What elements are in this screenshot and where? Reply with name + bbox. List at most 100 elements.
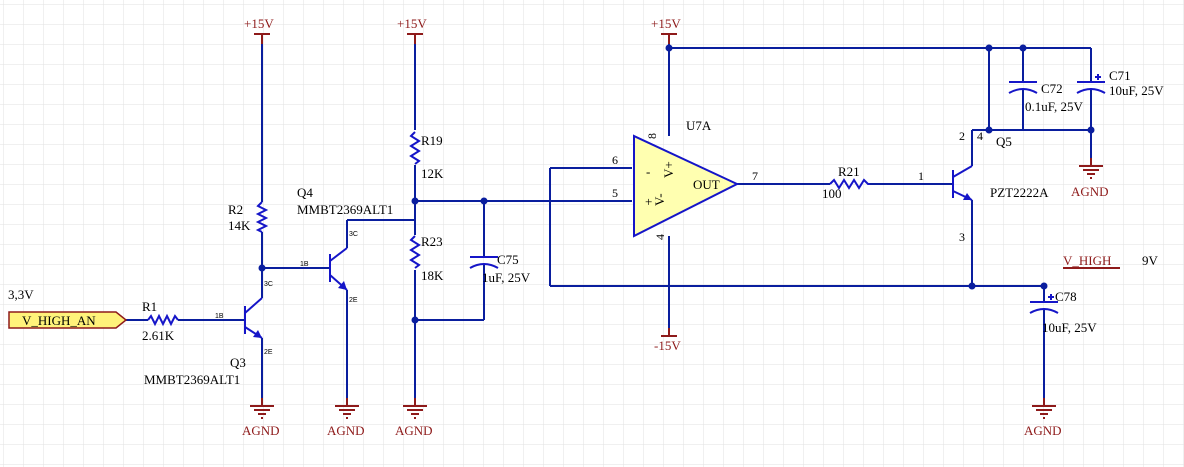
junctions [258,44,1095,324]
ground-label: AGND [242,423,280,438]
ground-label: AGND [327,423,365,438]
transistor-q5[interactable] [952,165,973,201]
q5-pin-c-b: 4 [977,129,983,143]
u7a-pin-noninv: 5 [612,186,618,200]
junction-dot [411,316,419,324]
power-port-icon [661,328,677,337]
power-port-icon [661,33,677,44]
junction-dot [985,126,993,134]
u7a-label-noninv: + [645,194,652,209]
output-voltage-label: 9V [1142,253,1159,268]
junction-dot [1019,44,1027,52]
transistor-q3[interactable] [244,297,263,339]
r23-value: 18K [421,268,444,283]
power-label: +15V [397,16,427,31]
ground-icon [250,398,274,419]
q3-pin-e: 2E [264,349,273,356]
resistor-icon [147,313,179,327]
ground-icon [1032,398,1056,419]
junction-dot [1040,282,1048,290]
power-label: -15V [654,338,681,353]
input-voltage-label: 3,3V [8,287,34,302]
transistor-q4[interactable] [329,247,348,291]
polarized-capacitor-icon [1029,294,1059,314]
capacitor-c75[interactable] [469,256,499,269]
npn-transistor-icon [244,297,263,339]
r2-value: 14K [228,218,251,233]
junction-dot [985,44,993,52]
output-net-label: V_HIGH [1063,253,1111,268]
q5-pin-c-a: 2 [959,129,965,143]
u7a-label-out: OUT [693,177,720,192]
resistor-icon [409,131,421,165]
capacitor-icon [1008,81,1038,94]
opamp-u7a[interactable] [633,134,740,238]
c72-value: 0.1uF, 25V [1025,99,1083,114]
capacitor-c78[interactable] [1029,294,1059,314]
ground-icon [1079,158,1103,179]
u7a-label-vpos: V+ [661,161,676,178]
q4-ref: Q4 [297,185,313,200]
r19-ref: R19 [421,133,443,148]
polarized-capacitor-icon [1076,74,1106,94]
junction-dot [480,197,488,205]
capacitor-c71[interactable] [1076,74,1106,94]
u7a-label-vneg: V- [652,193,667,206]
resistor-icon [409,235,421,269]
port-icon [8,311,128,329]
ground-icon [403,398,427,419]
q5-ref: Q5 [996,134,1012,149]
r1-value: 2.61K [142,328,175,343]
resistor-r1[interactable] [147,313,179,327]
q4-pin-e: 2E [349,297,358,304]
resistor-r23[interactable] [409,235,421,269]
capacitor-icon [469,256,499,269]
q3-part: MMBT2369ALT1 [144,372,240,387]
q4-pin-b: 1B [300,261,309,268]
power-label: +15V [651,16,681,31]
r21-value: 100 [822,186,842,201]
resistor-icon [829,178,870,190]
junction-dot [968,282,976,290]
c75-value: 1uF, 25V [482,270,531,285]
c78-ref: C78 [1055,289,1077,304]
c71-ref: C71 [1109,68,1131,83]
c72-ref: C72 [1041,81,1063,96]
r23-ref: R23 [421,234,443,249]
q5-pin-e: 3 [959,230,965,244]
u7a-ref: U7A [686,118,712,133]
power-label: +15V [244,16,274,31]
q3-ref: Q3 [230,355,246,370]
u7a-pin-out: 7 [752,169,758,183]
ground-icon [335,398,359,419]
npn-transistor-icon [329,247,348,291]
resistor-icon [255,201,269,233]
npn-transistor-icon [952,165,973,201]
r21-ref: R21 [838,164,860,179]
u7a-label-inv: - [646,164,650,179]
c71-value: 10uF, 25V [1109,83,1164,98]
input-port-name: V_HIGH_AN [22,313,96,328]
q3-pin-b: 1B [215,313,224,320]
ground-label: AGND [395,423,433,438]
junction-dot [258,264,266,272]
input-port[interactable]: V_HIGH_AN [8,311,128,329]
u7a-pin-vneg: 4 [653,234,667,240]
r19-value: 12K [421,166,444,181]
junction-dot [1087,126,1095,134]
r1-ref: R1 [142,299,157,314]
resistor-r2[interactable] [255,201,269,233]
resistor-r19[interactable] [409,131,421,165]
u7a-pin-inv: 6 [612,153,618,167]
junction-dot [665,44,673,52]
c78-value: 10uF, 25V [1042,320,1097,335]
resistor-r21[interactable] [829,178,870,190]
junction-dot [411,197,419,205]
power-port-icon [254,33,270,44]
c75-ref: C75 [497,252,519,267]
q5-part: PZT2222A [990,185,1049,200]
power-port-icon [407,33,423,44]
capacitor-c72[interactable] [1008,81,1038,94]
